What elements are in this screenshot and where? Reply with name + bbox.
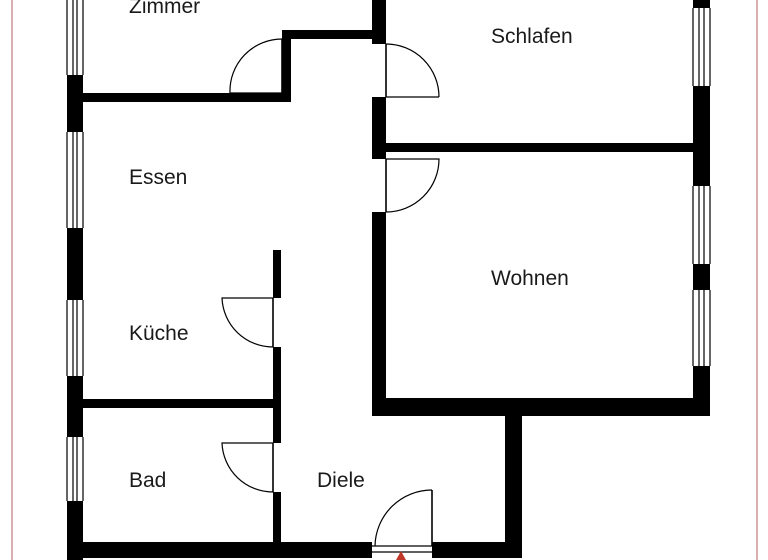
room-label-diele: Diele [317, 469, 365, 492]
windows-right [692, 8, 711, 366]
entrance-arrow-icon [396, 551, 406, 560]
door-zimmer [229, 38, 283, 94]
door-kueche [221, 297, 274, 348]
room-label-kueche: Küche [129, 322, 189, 345]
windows-left [66, 0, 84, 501]
door-wohnen [385, 158, 440, 213]
room-label-wohnen: Wohnen [491, 267, 569, 290]
door-schlafen [385, 43, 440, 98]
room-label-schlafen: Schlafen [491, 25, 573, 48]
room-label-bad: Bad [129, 469, 166, 492]
door-entrance [372, 489, 433, 553]
room-label-essen: Essen [129, 166, 187, 189]
door-bad [221, 442, 274, 493]
room-label-zimmer: Zimmer [129, 0, 200, 18]
interior-walls [83, 0, 693, 547]
